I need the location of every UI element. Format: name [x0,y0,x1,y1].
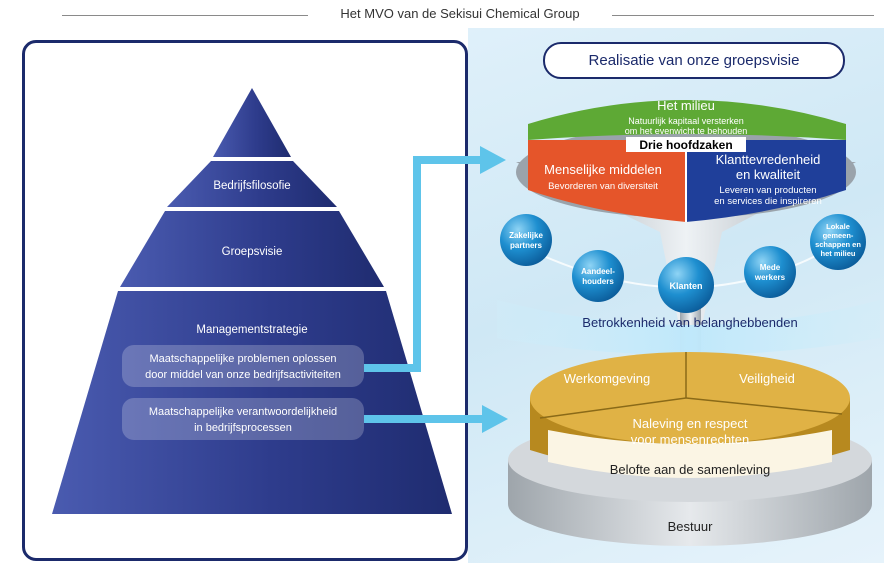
human-resources-sub: Bevorderen van diversiteit [548,181,658,192]
strategy-box-2-line-2: in bedrijfsprocessen [194,422,292,434]
center-label-bg [626,137,746,152]
pyramid-tier-philosophy [167,161,337,207]
gold-divider-left [539,397,687,419]
strategy-box-2-line-1: Maatschappelijke verantwoordelijkheid [149,406,337,418]
sphere-local-line-1: Lokale [826,222,850,231]
pyramid-tier-vision [120,211,384,287]
stakeholder-spheres: Zakelijke partners Aandeel- houders Klan… [500,214,866,313]
segment-customer-satisfaction [686,140,846,222]
page-title: Het MVO van de Sekisui Chemical Group [340,6,580,21]
sphere-shareholders-line-1: Aandeel- [581,267,615,276]
strategy-box-1-line-2: door middel van onze bedrijfsactiviteite… [145,369,341,381]
arrow-head-vision [480,146,506,174]
human-rights-line-2: voor mensenrechten [631,432,750,447]
sphere-local-line-4: het milieu [820,249,855,258]
connector-arrows [364,146,508,433]
arrow-head-base [482,405,508,433]
promise-band [548,430,832,478]
sphere-local-line-3: schappen en [815,240,861,249]
title-divider-left [62,15,308,16]
pyramid: Bedrijfsfilosofie Groepsvisie Management… [52,88,452,514]
title-divider-right [612,15,874,16]
pyramid-tier-strategy [52,291,452,514]
foundation-disc: Bestuur Belofte aan de samenleving Werko… [508,352,872,546]
sphere-customers [658,257,714,313]
customer-title-2: en kwaliteit [736,167,801,182]
stakeholder-band [497,300,880,355]
customer-sub-1: Leveren van producten [719,185,816,196]
stakeholder-band-label: Betrokkenheid van belanghebbenden [582,315,797,330]
tier-vision-label: Groepsvisie [222,246,283,258]
sphere-customers-label: Klanten [669,281,702,291]
sphere-business-partners-line-2: partners [510,241,543,250]
arrow-to-vision [364,156,482,372]
sphere-business-partners-line-1: Zakelijke [509,231,543,240]
gold-divider-right [685,397,843,415]
environment-sub-1: Natuurlijk kapitaal versterken [628,116,744,126]
human-rights-line-1: Naleving en respect [633,416,748,431]
safety-label: Veiligheid [739,371,795,386]
work-environment-label: Werkomgeving [564,371,650,386]
pyramid-apex [213,88,291,157]
tier-philosophy-label: Bedrijfsfilosofie [213,180,290,192]
sphere-local-line-2: gemeen- [823,231,854,240]
strategy-box-1-line-1: Maatschappelijke problemen oplossen [149,353,336,365]
sphere-shareholders [572,250,624,302]
environment-sub-2: om het evenwicht te behouden [625,126,748,136]
customer-title-1: Klanttevredenheid [716,152,821,167]
sphere-employees-line-2: werkers [754,273,786,282]
sphere-employees-line-1: Mede [760,263,781,272]
governance-label: Bestuur [668,519,713,534]
sphere-business-partners [500,214,552,266]
strategy-box-2 [122,398,364,440]
segment-environment [528,100,846,140]
environment-title: Het milieu [657,98,715,113]
segment-human-resources [528,140,686,222]
center-label: Drie hoofdzaken [639,138,732,152]
sphere-local-communities [810,214,866,270]
promise-label: Belofte aan de samenleving [610,462,770,477]
sphere-employees [744,246,796,298]
strategy-box-1 [122,345,364,387]
sphere-shareholders-line-2: houders [582,277,614,286]
key-themes-disc: Het milieu Natuurlijk kapitaal versterke… [516,98,856,222]
vision-title: Realisatie van onze groepsvisie [543,42,845,79]
tier-strategy-label: Managementstrategie [196,324,307,336]
human-resources-title: Menselijke middelen [544,162,662,177]
customer-sub-2: en services die inspireren [714,196,822,207]
